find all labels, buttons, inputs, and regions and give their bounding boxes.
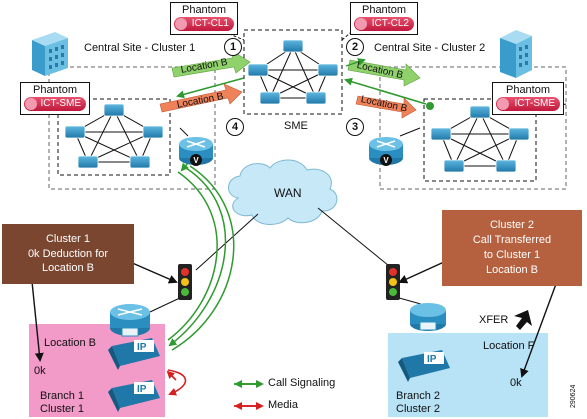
cluster1-mesh: [57, 98, 171, 176]
sme-label: SME: [284, 120, 308, 132]
callout-cluster1: Cluster 1 0k Deduction for Location B: [2, 224, 134, 284]
arrow-step2-green: [345, 58, 421, 87]
signaling-path-branch1: [167, 165, 235, 351]
device-pill: ICT-CL1: [174, 17, 234, 31]
branch2-router-icon: [410, 303, 446, 331]
phantom-label: Phantom: [181, 4, 227, 16]
cluster2-label: Central Site - Cluster 2: [374, 42, 486, 54]
callout-line: Cluster 1: [45, 232, 91, 245]
cluster1-voice-router-icon: V: [179, 137, 213, 166]
device-pill: ICT-SME: [496, 97, 560, 111]
legend-media-label: Media: [268, 399, 298, 411]
sme-cluster-mesh: [243, 29, 343, 115]
svg-text:V: V: [383, 156, 389, 165]
device-pill: ICT-SME: [24, 97, 86, 111]
branch1-cluster: Cluster 1: [40, 403, 85, 415]
phantom-ict-sme-left: Phantom ICT-SME: [20, 82, 90, 115]
cluster2-to-router: [399, 127, 421, 137]
cluster2-building-icon: [500, 30, 532, 78]
callout-line: 0k Deduction for: [27, 247, 109, 260]
callout-line: Location B: [486, 263, 538, 276]
cluster1-to-router: [179, 127, 189, 137]
phantom-ict-cl2: Phantom ICT-CL2: [350, 2, 418, 35]
wan-link-right: [317, 207, 395, 271]
wan-link-left: [195, 213, 259, 271]
media-arrows: [166, 369, 187, 396]
svg-text:V: V: [193, 156, 199, 165]
branch2-name: Branch 2: [396, 390, 441, 402]
xfer-arrow-icon: [514, 310, 532, 330]
phantom-label: Phantom: [32, 84, 78, 96]
branch2-bandwidth: 0k: [510, 377, 522, 389]
step-2-badge: 2: [346, 38, 364, 56]
branch2-location-label: Location F: [483, 340, 535, 352]
phantom-ict-cl1: Phantom ICT-CL1: [170, 2, 238, 35]
callout-right-arrow-2: [520, 283, 557, 378]
device-pill: ICT-CL2: [354, 17, 414, 31]
step-1-badge: 1: [224, 38, 242, 56]
callout-line: Location B: [42, 262, 94, 275]
callout-right-arrow-1: [398, 261, 445, 284]
cluster2-voice-router-icon: V: [369, 137, 403, 166]
cluster1-building-icon: [32, 32, 68, 76]
xfer-label: XFER: [479, 314, 509, 326]
callout-line: Cluster 2: [489, 219, 535, 232]
traffic-light-left-icon: [178, 264, 192, 300]
phantom-label: Phantom: [361, 4, 407, 16]
step-3-badge: 3: [346, 118, 364, 136]
branch1-router-icon: [110, 304, 150, 337]
svg-text:IP: IP: [137, 342, 147, 353]
svg-text:IP: IP: [137, 384, 147, 395]
arrow-step1-green: [171, 51, 251, 78]
phantom-label: Phantom: [505, 84, 551, 96]
figure-id: 290624: [570, 384, 577, 408]
callout-left-arrow-1: [129, 261, 178, 284]
cluster2-mesh: [423, 98, 537, 182]
arrow-step3-orange: [355, 95, 417, 119]
wan-label: WAN: [274, 186, 302, 200]
arrow-step1-red-line: [176, 77, 245, 99]
callout-line: Call Transferred: [472, 234, 552, 247]
branch1-location-label: Location B: [44, 337, 96, 349]
traffic-light-right-icon: [386, 264, 400, 300]
branch1-ip-phone-bottom-icon: IP: [108, 380, 160, 412]
cluster1-boundary: [48, 66, 216, 190]
branch1-ip-phone-top-icon: IP: [108, 338, 160, 370]
step-4-badge: 4: [226, 118, 244, 136]
phantom-ict-sme-right: Phantom ICT-SME: [492, 82, 564, 115]
legend-signaling-label: Call Signaling: [268, 377, 336, 389]
callout-cluster2: Cluster 2 Call Transferred to Cluster 1 …: [442, 210, 582, 286]
svg-text:IP: IP: [427, 354, 437, 365]
callout-line: to Cluster 1: [483, 249, 541, 261]
wan-cloud: [228, 159, 338, 225]
branch1-bandwidth: 0k: [34, 365, 46, 377]
arrow-step4-orange: [159, 83, 243, 113]
cluster2-boundary: [379, 66, 567, 190]
branch1-name: Branch 1: [40, 390, 85, 402]
branch2-cluster: Cluster 2: [396, 403, 441, 415]
branch2-ip-phone-icon: IP: [398, 350, 450, 382]
cluster1-label: Central Site - Cluster 1: [84, 42, 196, 54]
